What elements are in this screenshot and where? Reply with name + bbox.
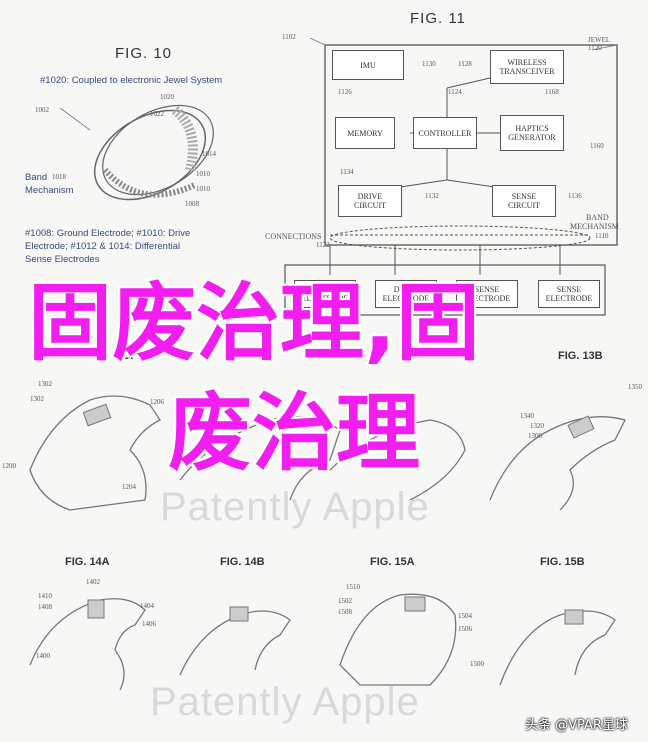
- band-mechanism-line1: BAND: [586, 213, 609, 222]
- ref-1502: 1502: [338, 597, 352, 605]
- ref-1110: 1110: [595, 232, 609, 240]
- sense-electrode1-line1: SENSE: [474, 285, 500, 294]
- fig11-title: FIG. 11: [410, 10, 466, 27]
- controller-block: CONTROLLER: [413, 117, 477, 149]
- ref-1410: 1410: [38, 592, 52, 600]
- fig15a-title: FIG. 15A: [370, 556, 415, 568]
- source-credit: 头条 @VPAR星球: [525, 718, 628, 733]
- ref-1408: 1408: [38, 603, 52, 611]
- ref-1020: 1020: [160, 93, 174, 101]
- drive-electrode-line1: DRIVE: [393, 285, 419, 294]
- ref-1406: 1406: [142, 620, 156, 628]
- wireless-transceiver-block: WIRELESS TRANSCEIVER: [490, 50, 564, 84]
- drive-line2: CIRCUIT: [354, 201, 386, 210]
- ref-1008: 1008: [185, 200, 199, 208]
- ref-1134: 1134: [340, 168, 354, 176]
- ref-1132: 1132: [425, 192, 439, 200]
- haptics-generator-block: HAPTICS GENERATOR: [500, 115, 564, 151]
- sense-line1: SENSE: [511, 192, 537, 201]
- ref-1400: 1400: [36, 652, 50, 660]
- ref-1168: 1168: [545, 88, 559, 96]
- fig15b-title: FIG. 15B: [540, 556, 585, 568]
- ref-1136: 1136: [568, 192, 582, 200]
- drive-electrode-line2: ELECTRODE: [382, 294, 430, 303]
- ref-1510: 1510: [346, 583, 360, 591]
- ref-1010: 1010: [196, 170, 210, 178]
- ref-1350: 1350: [628, 383, 642, 391]
- ref-1340: 1340: [520, 412, 534, 420]
- ground-line1: GROUND: [307, 285, 343, 294]
- ref-1014: 1014: [202, 150, 216, 158]
- watermark-patently-apple-2: Patently Apple: [150, 680, 420, 724]
- ref-1022: 1022: [150, 110, 164, 118]
- sense-electrode-block-2: SENSE ELECTRODE: [538, 280, 600, 308]
- watermark-patently-apple-1: Patently Apple: [160, 485, 430, 529]
- ref-1124: 1124: [448, 88, 462, 96]
- ref-1010b: 1010: [196, 185, 210, 193]
- fig10-title: FIG. 10: [115, 45, 173, 62]
- wireless-line2: TRANSCEIVER: [499, 67, 555, 76]
- drive-electrode-block: DRIVE ELECTRODE: [375, 280, 437, 308]
- ground-line2: ELECTRODE: [301, 294, 349, 303]
- ref-1002: 1002: [35, 106, 49, 114]
- sense-electrode-block-1: SENSE ELECTRODE: [456, 280, 518, 308]
- ref-1160: 1160: [590, 142, 604, 150]
- overlay-text-line2: 废治理: [168, 384, 421, 482]
- ref-1402: 1402: [86, 578, 100, 586]
- memory-block: MEMORY: [335, 117, 395, 149]
- fig13b-title: FIG. 13B: [558, 350, 603, 362]
- ref-1306: 1306: [528, 432, 542, 440]
- ref-1404: 1404: [140, 602, 154, 610]
- drive-line1: DRIVE: [357, 192, 383, 201]
- imu-block: IMU: [332, 50, 404, 80]
- haptics-line2: GENERATOR: [508, 133, 556, 142]
- sense-circuit-block: SENSE CIRCUIT: [492, 185, 556, 217]
- ref-1126: 1126: [338, 88, 352, 96]
- ref-1122: 1122: [316, 241, 330, 249]
- ref-1200: 1200: [2, 462, 16, 470]
- ref-1320: 1320: [530, 422, 544, 430]
- sense-electrode2-line2: ELECTRODE: [545, 294, 593, 303]
- fig13-hand-drawings: [29, 395, 626, 511]
- ref-1506: 1506: [458, 625, 472, 633]
- ref-1206: 1206: [150, 398, 164, 406]
- ref-1204: 1204: [122, 483, 136, 491]
- fig14a-title: FIG. 14A: [65, 556, 110, 568]
- ref-1018: 1018: [52, 173, 66, 181]
- ref-1508: 1508: [338, 608, 352, 616]
- ref-1302: 1302: [38, 380, 52, 388]
- jewel-label: JEWEL: [588, 36, 611, 44]
- fig10-caption-top: #1020: Coupled to electronic Jewel Syste…: [40, 75, 223, 86]
- ref-1128: 1128: [458, 60, 472, 68]
- sense-electrode1-line2: ELECTRODE: [463, 294, 511, 303]
- fig14-15-hand-drawings: [29, 593, 616, 691]
- fig10-caption-line2: Electrode; #1012 & 1014: Differential: [25, 241, 181, 252]
- ring-drawing: [59, 104, 214, 201]
- fig10-caption-line1: #1008: Ground Electrode; #1010: Drive: [25, 228, 191, 239]
- sense-electrode2-line1: SENSE: [556, 285, 582, 294]
- overlay-text-line1: 固废治理,固: [28, 274, 480, 372]
- ref-1302b: 1302: [30, 395, 44, 403]
- band-label: Band: [25, 172, 48, 183]
- fig10-caption-line3: Sense Electrodes: [25, 254, 100, 265]
- fig13a-title: FIG. 13A: [112, 350, 157, 362]
- band-mechanism-line2: MECHANISM: [570, 222, 619, 231]
- haptics-line1: HAPTICS: [515, 124, 549, 133]
- mechanism-label: Mechanism: [25, 185, 74, 196]
- ref-1500: 1500: [470, 660, 484, 668]
- fig14b-title: FIG. 14B: [220, 556, 265, 568]
- ref-1130: 1130: [422, 60, 436, 68]
- ground-electrode-block: GROUND ELECTRODE: [294, 280, 356, 308]
- ref-1504: 1504: [458, 612, 472, 620]
- ref-1120: 1120: [588, 44, 602, 52]
- connections-label: CONNECTIONS: [265, 232, 322, 241]
- sense-line2: CIRCUIT: [508, 201, 540, 210]
- ref-1102: 1102: [282, 33, 296, 41]
- drive-circuit-block: DRIVE CIRCUIT: [338, 185, 402, 217]
- wireless-line1: WIRELESS: [507, 58, 547, 67]
